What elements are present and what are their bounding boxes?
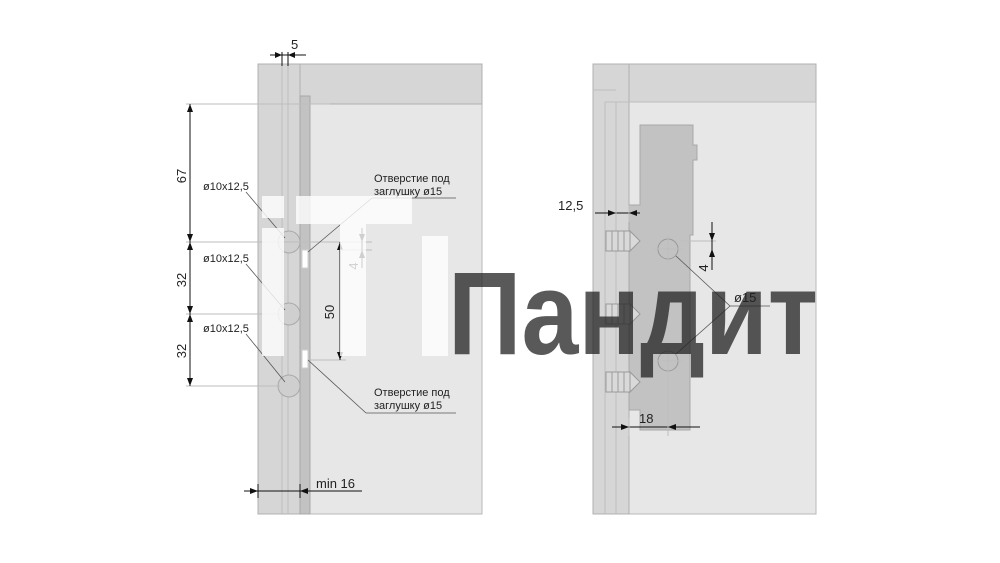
plug-note-bottom-line1: Отверстие под [374, 387, 450, 399]
dim-32-upper-label: 32 [174, 273, 189, 287]
right-view: 12,5 4 ø15 18 [558, 63, 817, 515]
plug-note-bottom-line2: заглушку ø15 [374, 400, 442, 412]
dim-50-label: 50 [322, 305, 337, 319]
dim-5-label: 5 [291, 37, 298, 52]
dowel-pin-3 [605, 370, 641, 394]
dim-32-lower-label: 32 [174, 344, 189, 358]
dim-min16-label: min 16 [316, 476, 355, 491]
dim-18-label: 18 [639, 411, 653, 426]
plug-slot-bottom [301, 349, 309, 369]
hole-label-3: ø10x12,5 [203, 323, 249, 335]
hole-label-2: ø10x12,5 [203, 253, 249, 265]
plug-slot-top [301, 249, 309, 269]
watermark-logo [262, 196, 448, 356]
dowel-hole-3 [277, 374, 301, 398]
watermark-text: Пандит [448, 248, 818, 380]
left-inner-board [299, 95, 311, 515]
plug-note-top-line1: Отверстие под [374, 173, 450, 185]
watermark: Пандит [262, 196, 818, 380]
right-side-board [592, 63, 630, 515]
right-top-band [592, 63, 817, 103]
dim-12-5-label: 12,5 [558, 198, 583, 213]
plug-note-top-line2: заглушку ø15 [374, 186, 442, 198]
hinge-plate [628, 124, 698, 431]
dim-67-label: 67 [174, 169, 189, 183]
dim-4-label-right: 4 [696, 264, 711, 271]
hole-label-1: ø10x12,5 [203, 181, 249, 193]
dowel-pin-2 [605, 302, 641, 326]
dim-15-label: ø15 [734, 290, 756, 305]
dowel-pin-1 [605, 229, 641, 253]
